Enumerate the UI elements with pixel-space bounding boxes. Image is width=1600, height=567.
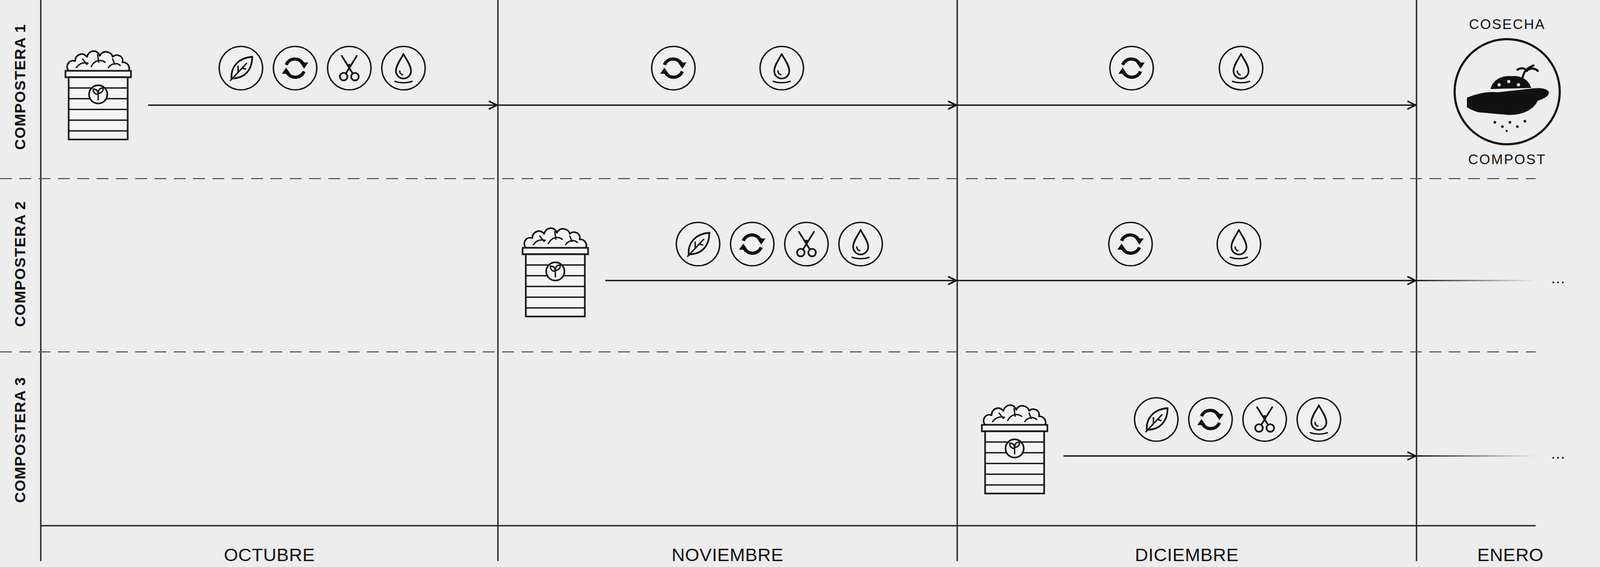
turn-icon	[1109, 222, 1153, 267]
month-label: ENERO	[1477, 545, 1544, 564]
water-icon	[760, 46, 804, 91]
turn-icon	[730, 222, 775, 267]
harvest-circle: COSECHACOMPOST	[1452, 37, 1562, 146]
period-arrow	[957, 280, 1416, 282]
month-label: DICIEMBRE	[1134, 545, 1239, 564]
month-divider	[40, 0, 1417, 562]
continuation-mark: ...	[1551, 445, 1566, 462]
continuation-line	[1416, 280, 1536, 282]
shred-icon	[1243, 398, 1287, 442]
turn-icon	[1189, 398, 1233, 442]
period-arrow	[148, 104, 497, 107]
shred-icon	[327, 46, 372, 91]
shred-icon	[784, 222, 829, 267]
period-arrow	[1063, 455, 1416, 458]
compost-hand-icon	[1466, 65, 1550, 132]
row-label: COMPOSTERA 2	[12, 201, 28, 328]
green-waste-icon	[219, 46, 263, 91]
harvest-outline	[1452, 37, 1562, 146]
row-separator	[0, 178, 1536, 180]
harvest-subtitle: COMPOST	[1431, 152, 1583, 167]
continuation-line	[1416, 455, 1536, 458]
green-waste-icon	[676, 222, 721, 267]
composter-icon	[65, 50, 131, 140]
water-icon	[1219, 46, 1264, 91]
composter-icon	[522, 228, 589, 317]
water-icon	[382, 46, 426, 91]
water-icon	[839, 222, 883, 267]
green-waste-icon	[1134, 398, 1179, 442]
row-label: COMPOSTERA 3	[12, 377, 28, 504]
period-arrow	[497, 104, 957, 107]
continuation-mark: ...	[1551, 269, 1566, 286]
row-label: COMPOSTERA 1	[12, 24, 28, 151]
water-icon	[1217, 222, 1261, 267]
month-divider	[497, 0, 499, 562]
water-icon	[1297, 398, 1341, 442]
month-divider	[40, 0, 42, 562]
time-axis	[40, 525, 1536, 527]
month-label: NOVIEMBRE	[671, 545, 784, 564]
month-label: OCTUBRE	[223, 545, 315, 564]
turn-icon	[273, 46, 318, 91]
turn-icon	[1110, 46, 1154, 91]
harvest-ring	[1454, 39, 1560, 145]
composter-icon	[981, 405, 1048, 494]
harvest-title: COSECHA	[1431, 17, 1583, 32]
period-arrow	[605, 280, 957, 282]
timeline-arrows	[148, 105, 1416, 457]
row-separator	[0, 351, 1536, 353]
turn-icon	[651, 46, 696, 91]
period-arrow	[957, 104, 1416, 107]
row-separator	[0, 178, 1536, 352]
